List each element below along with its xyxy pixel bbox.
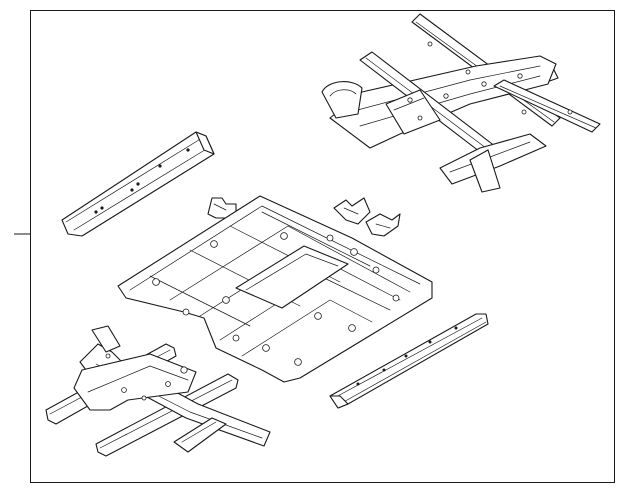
front-floor-crossmember-assembly bbox=[45, 325, 271, 457]
diagram-frame bbox=[30, 10, 615, 483]
center-floor-pan bbox=[117, 195, 433, 383]
left-side-sill-rail bbox=[61, 131, 215, 237]
small-bracket-right bbox=[365, 213, 401, 237]
rear-crossmember-assembly bbox=[321, 13, 601, 193]
right-side-sill-rail bbox=[329, 313, 489, 409]
small-bracket-left bbox=[207, 197, 237, 219]
small-bracket-center bbox=[333, 197, 371, 225]
